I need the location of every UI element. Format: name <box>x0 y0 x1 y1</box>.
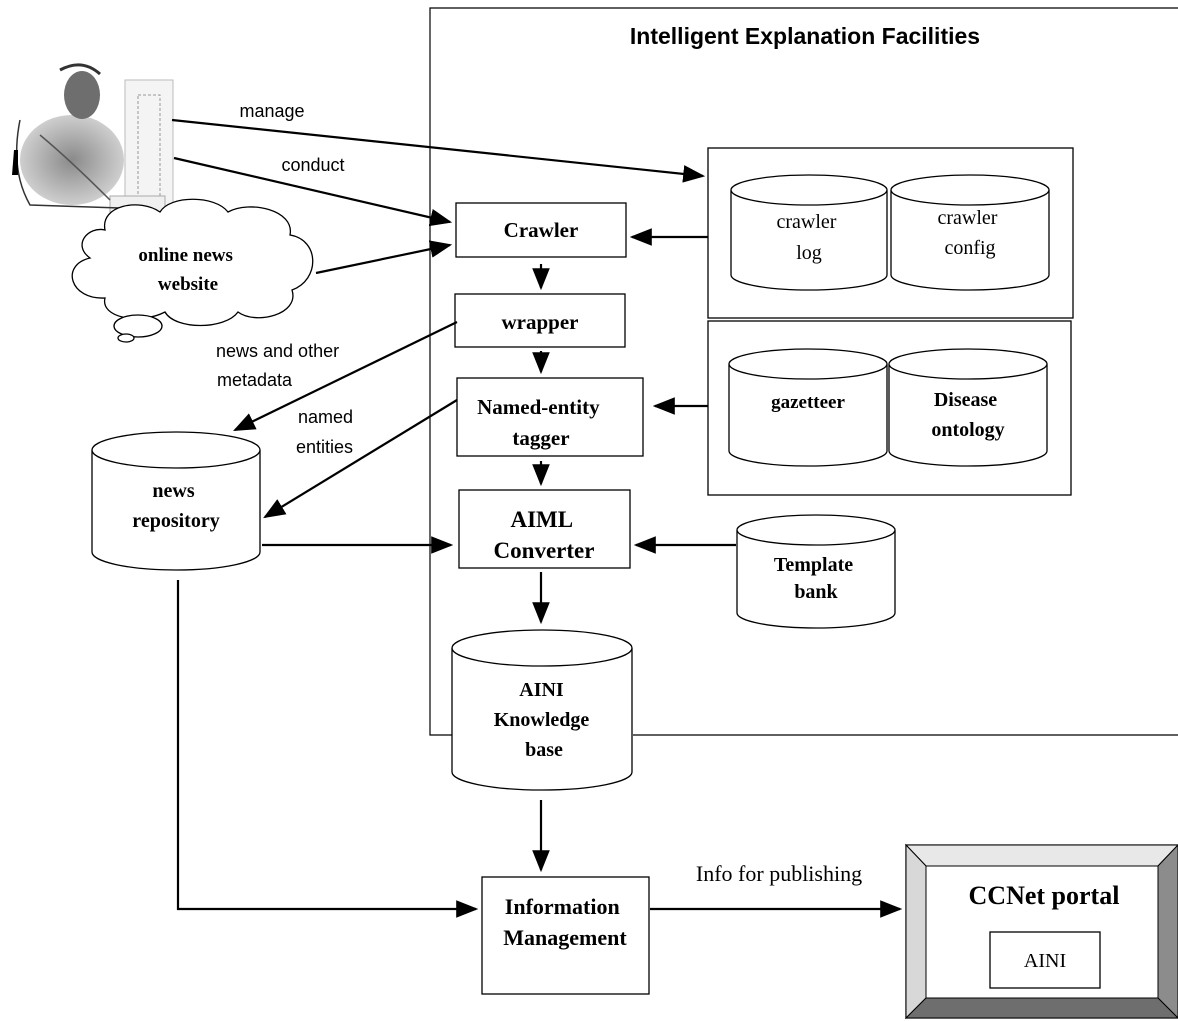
gazetteer-label: gazetteer <box>771 392 845 413</box>
news-repository-line-2: repository <box>132 510 219 532</box>
online-news-label: online news website <box>138 245 237 295</box>
crawler-config-cylinder <box>890 174 1050 291</box>
gazetteer-cylinder <box>728 348 888 467</box>
aiml-label-line-2: Converter <box>494 538 595 563</box>
crawler-log-cylinder <box>730 174 888 291</box>
disease-ontology-cylinder <box>888 348 1048 467</box>
template-bank-line-2: bank <box>794 581 838 603</box>
conduct-arrow <box>173 156 453 227</box>
aini-knowledge-base-cylinder <box>451 629 633 791</box>
aiml-converter-box <box>458 489 631 569</box>
aini-box <box>989 931 1101 989</box>
aiml-label-line-1: AIML <box>510 507 572 532</box>
info-mgmt-label-line-2: Management <box>503 925 627 950</box>
crawler-log-line-1: crawler <box>777 211 837 233</box>
aini-kb-line-3: base <box>525 739 563 761</box>
website-to-crawler-arrow <box>315 240 453 275</box>
tagger-label-line-1: Named-entity <box>477 395 600 419</box>
named-entities-label: named entities <box>296 407 358 457</box>
info-publishing-label: Info for publishing <box>696 861 862 886</box>
news-repository-label: news repository <box>132 480 219 532</box>
news-repository-line-1: news <box>152 480 194 502</box>
manage-arrow <box>171 118 706 183</box>
crawler-box <box>455 202 627 258</box>
named-entities-line-1: named <box>298 407 353 427</box>
template-bank-line-1: Template <box>774 554 853 576</box>
aini-knowledge-base-label: AINI Knowledge base <box>494 679 595 761</box>
wrapper-label: wrapper <box>502 310 579 334</box>
user-at-computer-icon <box>12 63 174 215</box>
facilities-frame <box>429 7 1178 736</box>
information-management-label: Information Management <box>503 894 627 950</box>
page-title: Intelligent Explanation Facilities <box>630 23 980 49</box>
wrapper-to-repository-arrow <box>233 321 458 431</box>
template-bank-label: Template bank <box>774 554 858 603</box>
news-metadata-label: news and other metadata <box>216 341 344 390</box>
conduct-label: conduct <box>281 155 344 175</box>
aini-kb-line-1: AINI <box>519 679 564 701</box>
disease-ontology-line-2: ontology <box>931 419 1004 441</box>
aini-kb-line-2: Knowledge <box>494 709 590 731</box>
news-metadata-line-2: metadata <box>217 370 293 390</box>
aini-label: AINI <box>1024 950 1066 972</box>
tagger-label-line-2: tagger <box>512 426 569 450</box>
news-metadata-line-1: news and other <box>216 341 339 361</box>
news-repository-cylinder <box>91 431 261 571</box>
information-management-box <box>481 876 650 995</box>
crawler-label: Crawler <box>504 218 579 242</box>
online-news-label-line-2: website <box>158 274 218 295</box>
crawler-log-line-2: log <box>796 242 822 264</box>
wrapper-box <box>454 293 626 348</box>
crawler-config-label: crawler config <box>938 207 1003 259</box>
aiml-converter-label: AIML Converter <box>494 507 595 563</box>
ccnet-portal-label: CCNet portal <box>969 881 1120 910</box>
named-entities-line-2: entities <box>296 437 353 457</box>
repository-to-info-management-arrow <box>176 580 479 918</box>
disease-ontology-line-1: Disease <box>934 389 997 411</box>
template-bank-cylinder <box>736 514 896 629</box>
online-news-cloud-icon <box>71 198 314 343</box>
crawler-config-line-1: crawler <box>938 207 998 229</box>
named-entity-tagger-label: Named-entity tagger <box>477 395 605 450</box>
manage-label: manage <box>239 101 304 121</box>
crawler-config-line-2: config <box>944 237 995 259</box>
crawler-log-label: crawler log <box>777 211 842 264</box>
info-mgmt-label-line-1: Information <box>505 894 620 919</box>
disease-ontology-label: Disease ontology <box>931 389 1004 441</box>
online-news-label-line-1: online news <box>138 245 233 266</box>
tagger-to-repository-arrow <box>263 399 458 519</box>
named-entity-tagger-box <box>456 377 644 457</box>
